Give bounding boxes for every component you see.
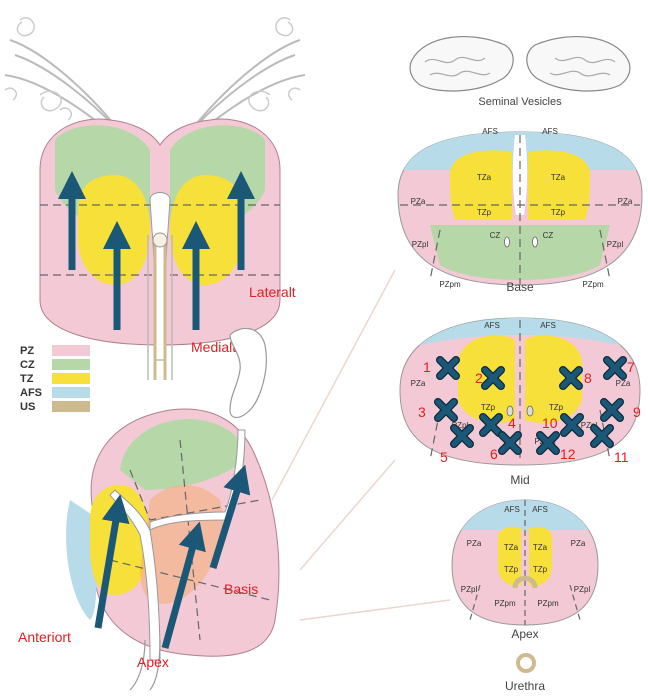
svg-text:TZa: TZa [477, 173, 492, 182]
biopsy-cross-1 [440, 360, 456, 376]
biopsy-cross-6 [502, 435, 518, 451]
biopsy-cross-2 [485, 370, 501, 386]
label-basis: Basis [224, 581, 258, 597]
svg-text:AFS: AFS [542, 127, 558, 136]
title-base: Base [506, 280, 534, 294]
biopsy-number-8: 8 [584, 370, 592, 386]
legend-label-tz: TZ [20, 373, 34, 385]
biopsy-cross-7 [607, 360, 623, 376]
legend-label-cz: CZ [20, 359, 35, 371]
biopsy-number-12: 12 [560, 446, 576, 462]
seminal-vesicle-coils-left [5, 18, 71, 120]
legend-label-pz: PZ [20, 345, 34, 357]
svg-text:PZpm: PZpm [582, 280, 604, 289]
biopsy-number-2: 2 [475, 370, 483, 386]
urethra-ring [518, 655, 534, 671]
biopsy-cross-11 [594, 428, 610, 444]
svg-text:PZpl: PZpl [607, 240, 624, 249]
svg-text:PZpm: PZpm [494, 599, 516, 608]
title-apex: Apex [511, 627, 538, 641]
biopsy-number-3: 3 [418, 404, 426, 420]
biopsy-number-9: 9 [633, 404, 641, 420]
svg-text:PZpl: PZpl [574, 585, 591, 594]
svg-text:PZa: PZa [616, 379, 631, 388]
svg-text:PZpm: PZpm [439, 280, 461, 289]
apex-section [450, 498, 600, 625]
legend-swatch-afs [52, 387, 90, 398]
svg-text:CZ: CZ [543, 231, 554, 240]
title-urethra: Urethra [505, 679, 545, 693]
biopsy-cross-12 [540, 435, 556, 451]
svg-text:TZp: TZp [477, 208, 492, 217]
svg-text:AFS: AFS [482, 127, 498, 136]
biopsy-number-5: 5 [440, 449, 448, 465]
svg-text:AFS: AFS [532, 505, 548, 514]
legend-label-us: US [20, 401, 35, 413]
biopsy-cross-9 [604, 402, 620, 418]
biopsy-cross-5 [454, 428, 470, 444]
svg-text:PZa: PZa [571, 539, 586, 548]
svg-text:TZa: TZa [504, 543, 519, 552]
biopsy-number-6: 6 [490, 446, 498, 462]
biopsy-number-11: 11 [614, 449, 629, 465]
biopsy-cross-3 [438, 402, 454, 418]
title-mid: Mid [510, 473, 529, 487]
svg-text:PZpl: PZpl [461, 585, 478, 594]
svg-text:TZp: TZp [504, 565, 519, 574]
svg-text:PZa: PZa [467, 539, 482, 548]
label-apex-sagittal: Apex [137, 654, 169, 670]
svg-text:PZa: PZa [618, 197, 633, 206]
svg-text:PZpl: PZpl [412, 240, 429, 249]
label-lateralt: Lateralt [249, 284, 296, 300]
seminal-vesicles [410, 37, 630, 91]
svg-text:TZp: TZp [549, 403, 564, 412]
svg-text:AFS: AFS [504, 505, 520, 514]
svg-text:AFS: AFS [484, 321, 500, 330]
connector-lines [272, 270, 450, 620]
biopsy-number-10: 10 [542, 415, 558, 431]
biopsy-cross-4 [483, 417, 499, 433]
svg-text:AFS: AFS [540, 321, 556, 330]
svg-text:PZa: PZa [411, 379, 426, 388]
svg-text:TZa: TZa [533, 543, 548, 552]
legend-swatch-tz [52, 373, 90, 384]
svg-text:TZp: TZp [551, 208, 566, 217]
biopsy-number-7: 7 [627, 359, 635, 375]
biopsy-number-1: 1 [423, 359, 431, 375]
biopsy-cross-10 [564, 417, 580, 433]
biopsy-number-4: 4 [508, 415, 516, 431]
title-seminal-vesicles: Seminal Vesicles [478, 96, 562, 108]
legend-swatch-cz [52, 359, 90, 370]
legend-swatch-us [52, 401, 90, 412]
legend-swatch-pz [52, 345, 90, 356]
zone-legend: PZ CZ TZ AFS US [20, 345, 90, 413]
svg-text:CZ: CZ [490, 231, 501, 240]
coronal-view: Lateralt Medialt [5, 18, 305, 380]
svg-text:TZp: TZp [481, 403, 496, 412]
legend-label-afs: AFS [20, 387, 42, 399]
biopsy-cross-8 [563, 370, 579, 386]
label-medialt: Medialt [191, 339, 236, 355]
base-section [398, 130, 643, 285]
svg-text:TZp: TZp [533, 565, 548, 574]
label-anteriort: Anteriort [18, 629, 71, 645]
svg-text:TZa: TZa [551, 173, 566, 182]
svg-text:PZpm: PZpm [537, 599, 559, 608]
svg-text:PZa: PZa [411, 197, 426, 206]
